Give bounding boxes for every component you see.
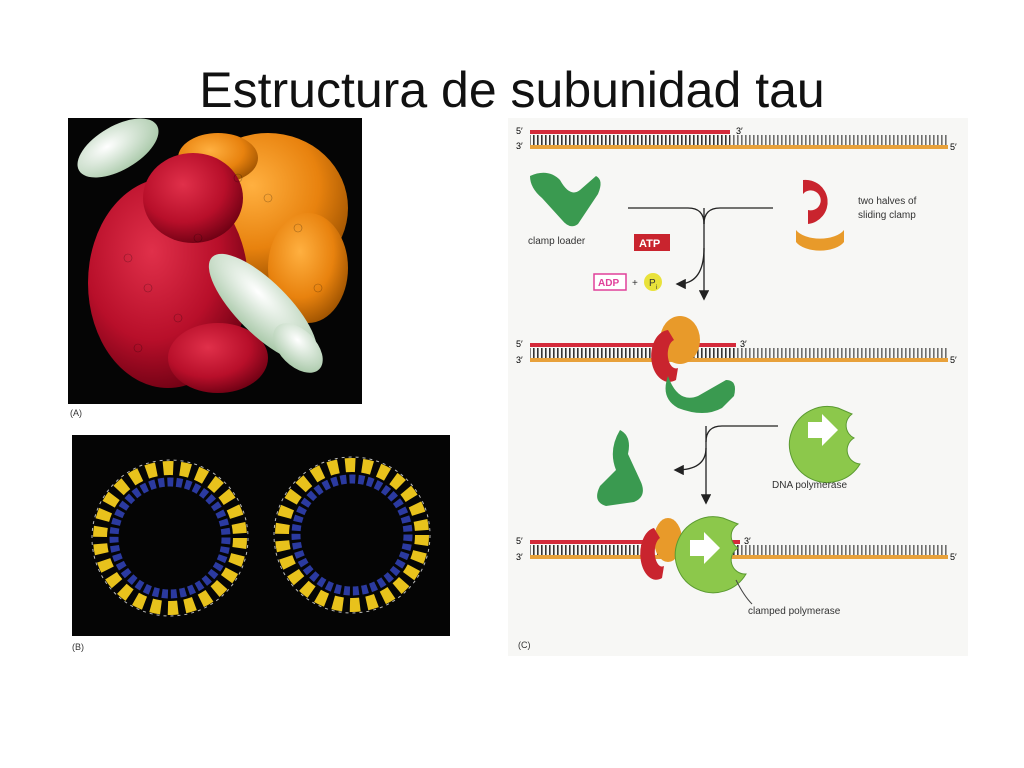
- svg-text:3′: 3′: [516, 355, 523, 365]
- svg-text:3′: 3′: [740, 339, 747, 349]
- clamp-loader-shape: [530, 172, 601, 227]
- red-protein-domain: [88, 153, 268, 393]
- polymerase-arrows: [673, 425, 778, 505]
- dna-duplex: [208, 253, 323, 373]
- sliding-clamp-halves: [796, 179, 844, 251]
- dna-primer-template-1: 5′ 3′ 3′ 5′: [516, 126, 957, 152]
- svg-text:3′: 3′: [516, 141, 523, 151]
- ribbon-model-image: [72, 435, 450, 636]
- panel-c-label: (C): [518, 640, 531, 650]
- clamp-loader-bound: [665, 376, 735, 413]
- slide-title: Estructura de subunidad tau: [199, 62, 825, 118]
- svg-text:3′: 3′: [516, 552, 523, 562]
- dna-polymerase-shape: [788, 405, 861, 483]
- ribbon-ring-right: [273, 456, 431, 614]
- space-filling-model-image: [68, 118, 362, 404]
- dna-primer-template-3: 5′ 3′ 3′ 5′: [516, 536, 957, 562]
- svg-text:3′: 3′: [736, 126, 743, 136]
- svg-text:5′: 5′: [516, 339, 523, 349]
- dna-top-strand: [77, 118, 159, 178]
- clamped-polymerase-label: clamped polymerase: [748, 606, 841, 617]
- ribbon-ring-left: [91, 459, 249, 617]
- svg-text:5′: 5′: [950, 142, 957, 152]
- svg-text:3′: 3′: [744, 536, 751, 546]
- phosphate-circle: [644, 273, 662, 291]
- clamp-on-dna: [651, 316, 700, 382]
- svg-text:5′: 5′: [516, 536, 523, 546]
- sliding-clamp-label: sliding clamp: [858, 210, 916, 221]
- svg-text:5′: 5′: [950, 355, 957, 365]
- released-clamp-loader: [597, 430, 643, 506]
- adp-badge: [593, 273, 627, 291]
- atp-badge: [634, 234, 670, 251]
- two-halves-label: two halves of: [858, 196, 917, 207]
- clamp-loading-diagram: 5′ 3′ 3′ 5′ clamp loader two halves of s…: [508, 118, 968, 656]
- svg-text:+: +: [632, 278, 638, 289]
- dna-polymerase-label: DNA polymerase: [772, 480, 847, 491]
- dna-primer-template-2: 5′ 3′ 3′ 5′: [516, 339, 957, 365]
- panel-b-label: (B): [72, 642, 84, 652]
- clamp-loader-label: clamp loader: [528, 236, 586, 247]
- svg-text:ATP: ATP: [639, 238, 660, 250]
- svg-text:i: i: [656, 285, 657, 291]
- clamped-polymerase-complex: [640, 516, 747, 594]
- assembly-arrows: [628, 207, 773, 301]
- panel-a-label: (A): [70, 408, 82, 418]
- svg-text:5′: 5′: [516, 126, 523, 136]
- svg-text:ADP: ADP: [598, 278, 619, 289]
- svg-text:P: P: [649, 278, 656, 289]
- svg-text:5′: 5′: [950, 552, 957, 562]
